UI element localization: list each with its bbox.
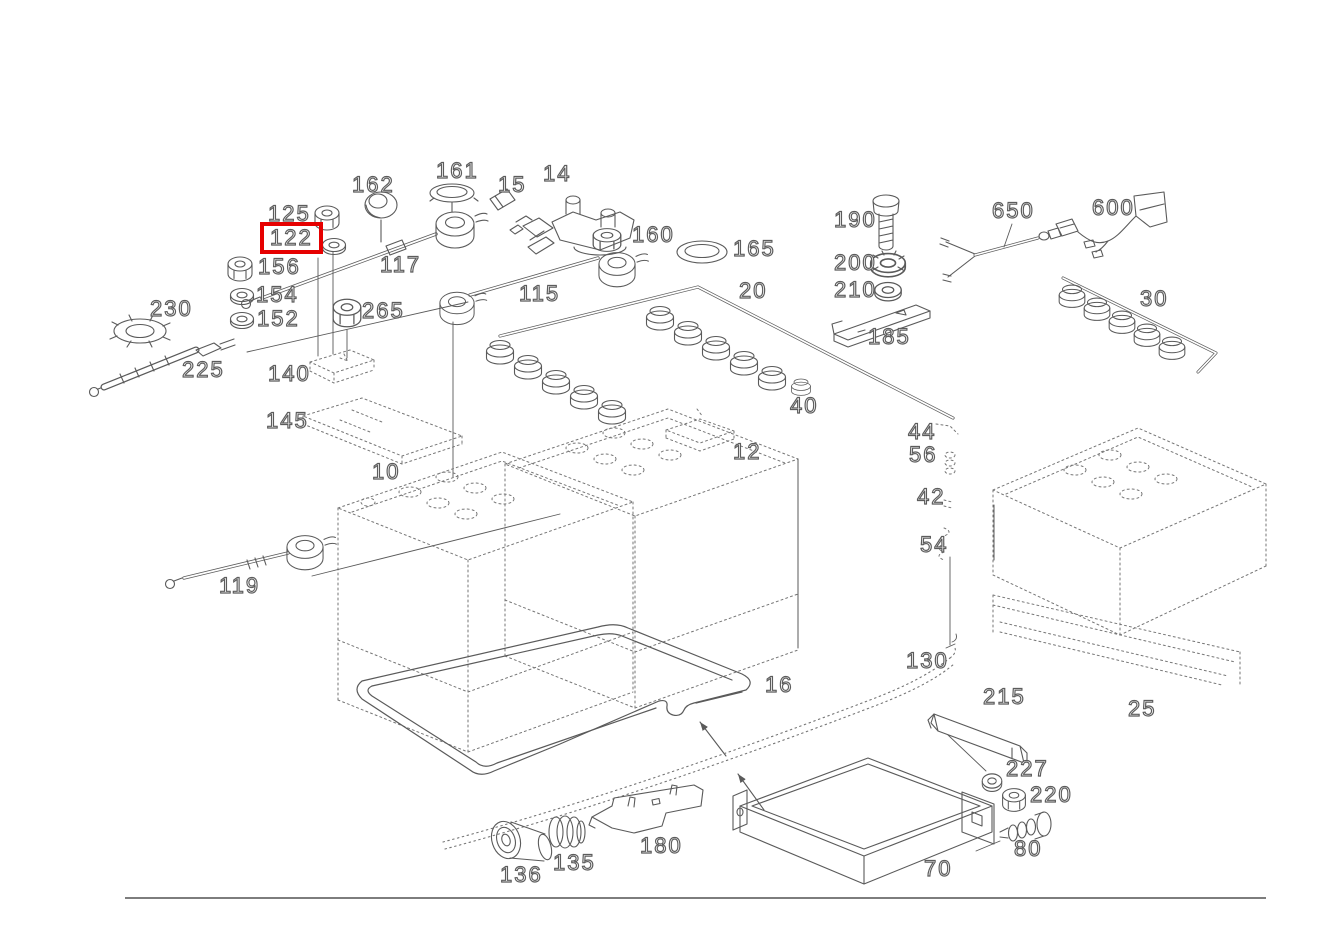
part-label-265[interactable]: 265 xyxy=(361,298,405,323)
part-label-160[interactable]: 160 xyxy=(631,222,675,247)
gasket-16-art xyxy=(356,624,751,775)
battery-10-art xyxy=(337,451,634,753)
footer-divider xyxy=(125,897,1266,899)
ring-165-art xyxy=(676,240,728,264)
part-label-117[interactable]: 117 xyxy=(379,252,422,277)
grommet-135-art xyxy=(548,815,586,849)
part-label-16[interactable]: 16 xyxy=(764,672,794,697)
leader-lines-left xyxy=(317,251,348,359)
part-label-42[interactable]: 42 xyxy=(916,484,946,509)
fasteners-44-56-42-54-art xyxy=(935,423,959,561)
part-label-230[interactable]: 230 xyxy=(149,296,193,321)
part-label-40[interactable]: 40 xyxy=(789,393,819,418)
strap-225-art xyxy=(88,301,469,398)
part-label-162[interactable]: 162 xyxy=(351,172,395,197)
bolt-190-art xyxy=(872,194,900,251)
part-label-115[interactable]: 115 xyxy=(518,281,561,306)
rod-20-art xyxy=(498,285,955,420)
part-label-25[interactable]: 25 xyxy=(1127,696,1157,721)
part-label-200[interactable]: 200 xyxy=(833,250,877,275)
tray-145-art xyxy=(302,397,463,465)
battery-25-art xyxy=(992,427,1267,686)
part-label-56[interactable]: 56 xyxy=(908,442,938,467)
part-label-30[interactable]: 30 xyxy=(1139,286,1169,311)
part-label-180[interactable]: 180 xyxy=(639,833,683,858)
part-label-156[interactable]: 156 xyxy=(257,254,301,279)
part-label-220[interactable]: 220 xyxy=(1029,782,1073,807)
part-label-15[interactable]: 15 xyxy=(497,172,527,197)
part-label-215[interactable]: 215 xyxy=(982,684,1026,709)
part-label-135[interactable]: 135 xyxy=(552,850,596,875)
bracket-140-art xyxy=(309,349,375,384)
part-label-119[interactable]: 119 xyxy=(218,573,261,598)
block-15-art xyxy=(489,188,516,211)
cable-117-art xyxy=(240,211,489,310)
part-label-190[interactable]: 190 xyxy=(833,207,877,232)
part-label-145[interactable]: 145 xyxy=(265,408,309,433)
part-label-650[interactable]: 650 xyxy=(991,198,1035,223)
assembly-arrows xyxy=(699,721,765,811)
part-label-152[interactable]: 152 xyxy=(256,306,300,331)
part-label-70[interactable]: 70 xyxy=(923,856,953,881)
part-label-136[interactable]: 136 xyxy=(499,862,543,887)
harness-600-art xyxy=(1055,191,1168,259)
cap-162-art xyxy=(364,191,398,243)
bracket-185-art xyxy=(831,304,931,348)
conduit-130-art xyxy=(442,645,956,850)
washer-200-art xyxy=(869,250,907,278)
part-label-44[interactable]: 44 xyxy=(907,419,937,444)
part-label-165[interactable]: 165 xyxy=(732,236,776,261)
ring-161-art xyxy=(429,183,479,213)
battery-12-art xyxy=(504,408,799,709)
part-label-227[interactable]: 227 xyxy=(1005,756,1049,781)
cable-650-art xyxy=(939,223,1062,283)
bushing-136-art xyxy=(490,820,553,862)
part-label-54[interactable]: 54 xyxy=(919,532,949,557)
bracket-12-art xyxy=(665,408,735,452)
leader-54-to-130 xyxy=(945,556,957,649)
part-label-12[interactable]: 12 xyxy=(732,439,762,464)
part-label-20[interactable]: 20 xyxy=(738,278,768,303)
part-label-225[interactable]: 225 xyxy=(181,357,225,382)
bolt-80-art xyxy=(975,811,1052,852)
part-label-10[interactable]: 10 xyxy=(371,459,401,484)
part-label-161[interactable]: 161 xyxy=(435,158,479,183)
part-label-80[interactable]: 80 xyxy=(1013,836,1043,861)
bar-215-art xyxy=(927,713,1028,772)
cable-119-art xyxy=(164,513,561,590)
part-label-122-selected[interactable]: 122 xyxy=(260,222,323,254)
part-label-185[interactable]: 185 xyxy=(867,324,911,349)
terminal-14-art xyxy=(509,195,635,256)
washer-230-art xyxy=(109,314,171,348)
part-label-154[interactable]: 154 xyxy=(255,282,299,307)
part-label-140[interactable]: 140 xyxy=(267,361,311,386)
part-label-14[interactable]: 14 xyxy=(542,161,572,186)
part-label-125[interactable]: 125 xyxy=(267,201,311,226)
cable-115-art xyxy=(439,252,649,478)
caps-30-art xyxy=(1058,276,1218,374)
part-label-210[interactable]: 210 xyxy=(833,277,877,302)
bracket-180-art xyxy=(588,784,704,834)
part-label-600[interactable]: 600 xyxy=(1091,195,1135,220)
tray-70-art xyxy=(732,757,995,885)
part-label-130[interactable]: 130 xyxy=(905,648,949,673)
